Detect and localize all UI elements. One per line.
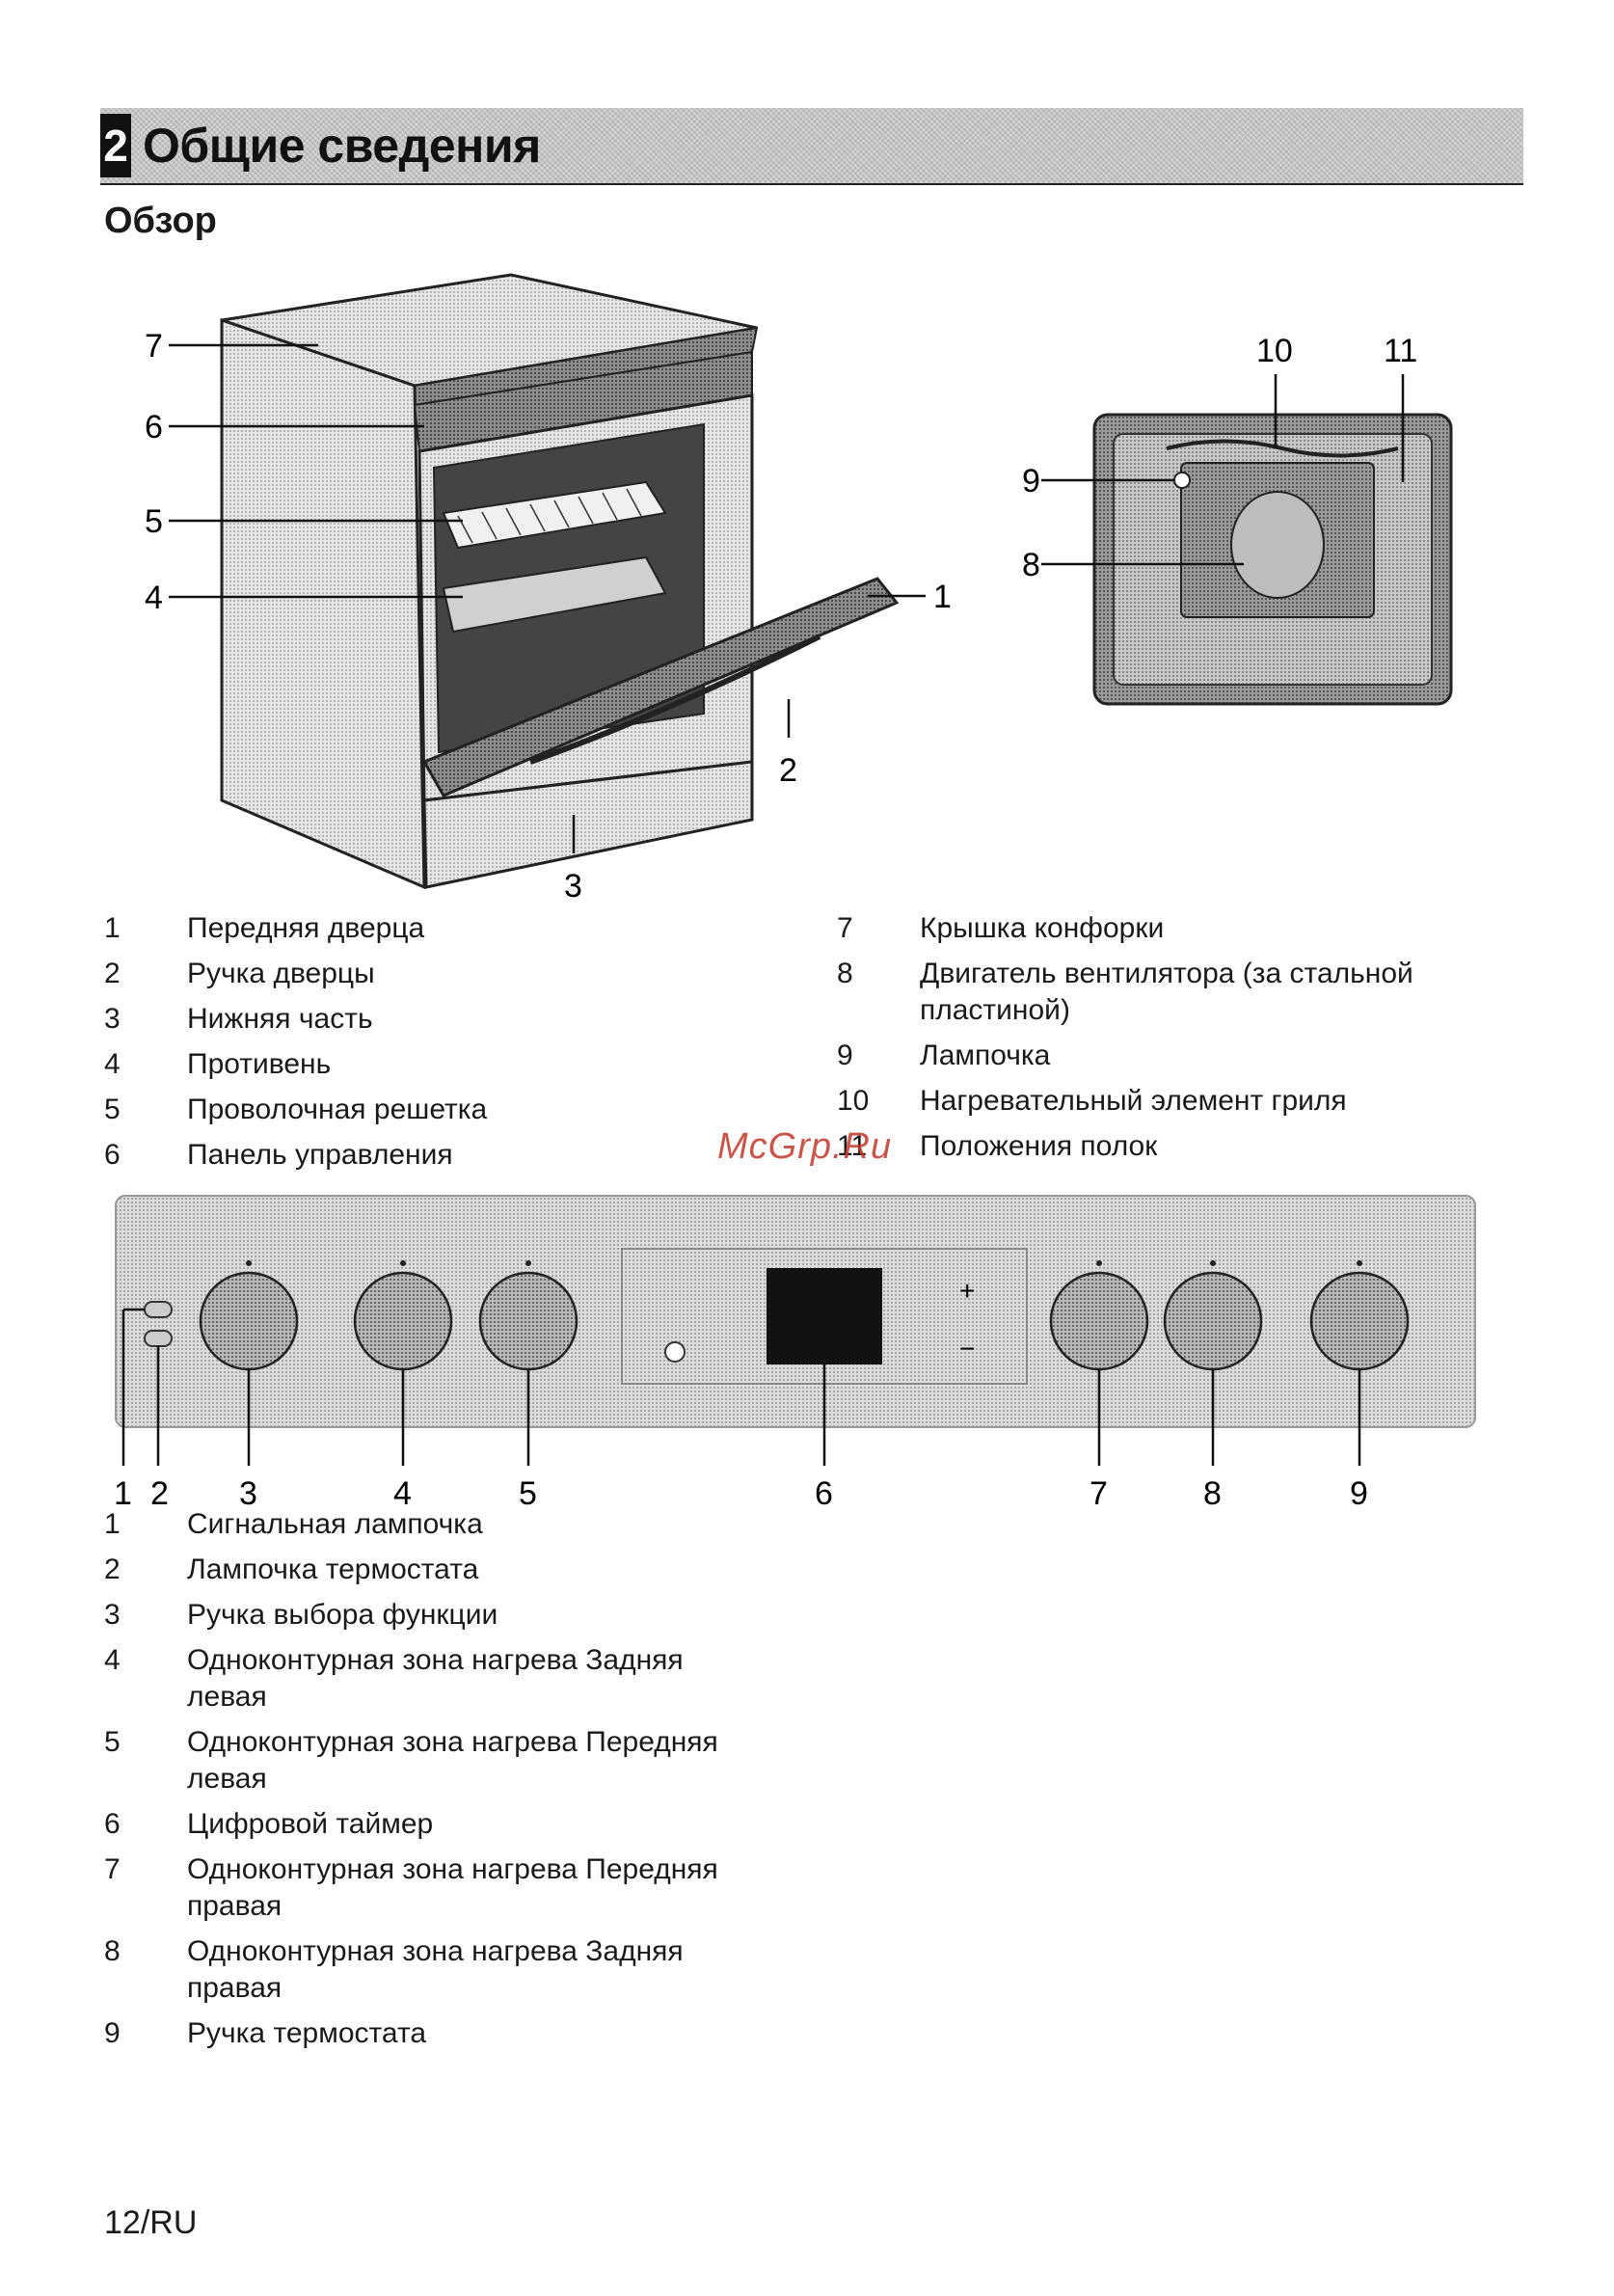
watermark: McGrp.Ru xyxy=(717,1126,893,1167)
panel-callout-8: 8 xyxy=(1203,1475,1222,1512)
page-number: 12/RU xyxy=(104,2204,198,2241)
callout-9: 9 xyxy=(1022,463,1040,500)
callout-6: 6 xyxy=(145,409,163,446)
chapter-number: 2 xyxy=(100,114,131,177)
oven-illustration: 7 6 5 4 1 2 3 xyxy=(145,273,952,905)
panel-callout-2: 2 xyxy=(150,1475,169,1512)
panel-callout-4: 4 xyxy=(393,1475,412,1512)
callout-7: 7 xyxy=(145,328,163,365)
chapter-header-bar xyxy=(100,108,1523,185)
panel-callout-6: 6 xyxy=(815,1475,833,1512)
callout-10: 10 xyxy=(1256,333,1293,369)
callout-1: 1 xyxy=(933,579,952,615)
control-panel-illustration: + − 1 2 3 4 5 6 7 8 9 xyxy=(114,1195,1476,1512)
panel-callout-9: 9 xyxy=(1350,1475,1368,1512)
timer-plus: + xyxy=(959,1276,975,1306)
callout-11: 11 xyxy=(1384,333,1417,369)
panel-callout-3: 3 xyxy=(239,1475,257,1512)
callout-8: 8 xyxy=(1022,547,1040,583)
panel-callout-5: 5 xyxy=(519,1475,537,1512)
callout-4: 4 xyxy=(145,580,163,616)
timer-minus: − xyxy=(959,1334,975,1364)
panel-callout-7: 7 xyxy=(1089,1475,1108,1512)
section-title: Обзор xyxy=(104,201,217,241)
cavity-illustration: 9 8 10 11 xyxy=(1022,333,1453,706)
panel-callout-1: 1 xyxy=(114,1475,132,1512)
chapter-title: Общие сведения xyxy=(143,119,541,173)
callout-3: 3 xyxy=(564,868,582,905)
callout-5: 5 xyxy=(145,503,163,540)
callout-2: 2 xyxy=(779,752,797,789)
